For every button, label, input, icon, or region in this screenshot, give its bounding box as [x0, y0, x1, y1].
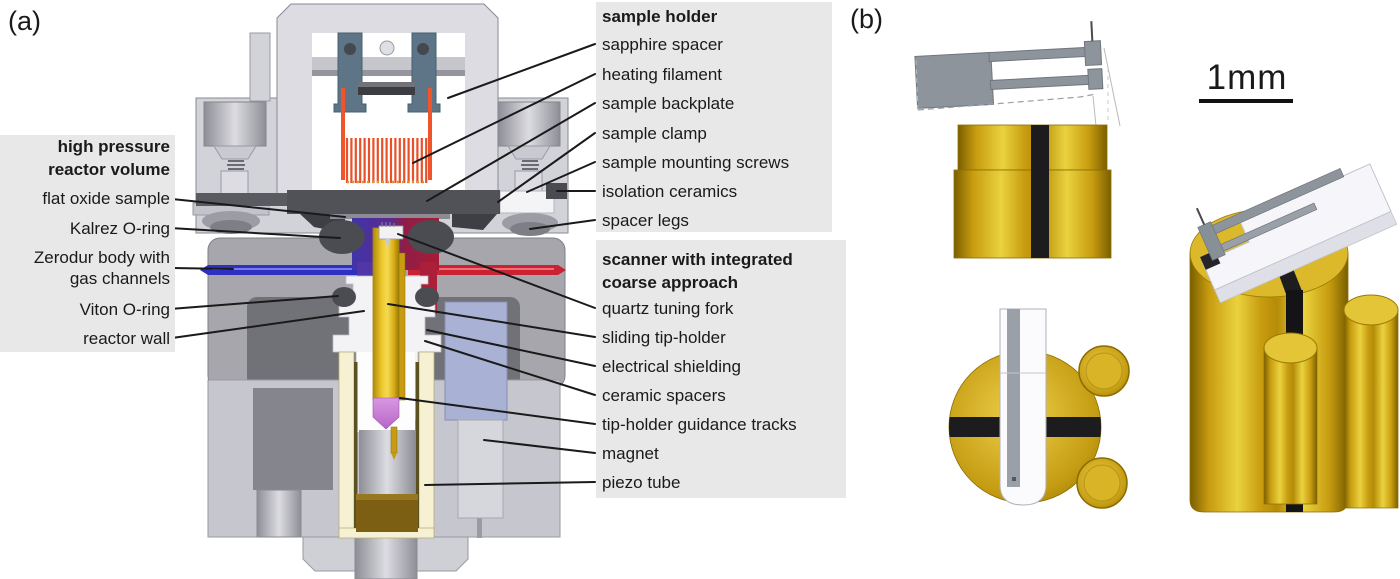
leader-lines [169, 43, 596, 486]
label-panel-sample-holder [596, 2, 832, 232]
electrode-block [356, 494, 418, 532]
fork-holder-top-view [999, 308, 1047, 506]
piezo-tube [338, 351, 435, 539]
heating-filament [341, 88, 432, 184]
tip-holder-guidance-track [398, 252, 406, 401]
reactor-group-title: high pressure reactor volume [48, 137, 170, 179]
label-spacer-legs: spacer legs [602, 211, 689, 230]
label-viton-oring: Viton O-ring [79, 300, 170, 319]
panel-b-views [914, 21, 1399, 513]
scanner-title: scanner with integrated coarse approach [602, 250, 793, 292]
tuning-fork-slot [1031, 125, 1049, 258]
clamp-screw-left [344, 43, 356, 55]
kalrez-oring-right [408, 220, 454, 254]
tuning-fork-side-view [914, 21, 1104, 109]
tip-holder-front-view [953, 124, 1112, 259]
label-zerodur-body: Zerodur body with gas channels [33, 248, 170, 288]
kalrez-oring-left [319, 220, 365, 254]
tip-holder-isometric-view [1189, 163, 1399, 513]
label-ceramic-spacers: ceramic spacers [602, 386, 726, 405]
sliding-tip-holder [372, 227, 400, 401]
label-kalrez-oring: Kalrez O-ring [69, 219, 170, 238]
label-flat-oxide-sample: flat oxide sample [42, 189, 170, 208]
quartz-tuning-fork [378, 222, 404, 245]
sample-holder-title: sample holder [602, 7, 718, 26]
label-tip-holder-guidance-tracks: tip-holder guidance tracks [602, 415, 797, 434]
label-electrical-shielding: electrical shielding [602, 357, 741, 376]
viton-oring-right [415, 287, 439, 307]
tip-holder-top-view [948, 308, 1130, 509]
label-panel-scanner [596, 240, 846, 498]
scale-bar-label: 1mm [1206, 58, 1288, 97]
ceramic-spacer-tip [372, 397, 400, 430]
label-quartz-tuning-fork: quartz tuning fork [602, 299, 734, 318]
panel-b-label: (b) [850, 4, 883, 34]
magnet-holder [457, 419, 504, 519]
label-isolation-ceramics: isolation ceramics [602, 182, 738, 201]
label-magnet: magnet [602, 444, 659, 463]
magnet-block [444, 301, 508, 421]
viton-oring-left [332, 287, 356, 307]
label-heating-filament: heating filament [602, 65, 723, 84]
sample-backplate [196, 190, 500, 233]
sample-mounting-screw-right [497, 101, 567, 236]
clamp-screw-right [417, 43, 429, 55]
label-sample-mounting-screws: sample mounting screws [602, 153, 790, 172]
label-piezo-tube: piezo tube [602, 473, 681, 492]
label-reactor-wall: reactor wall [83, 329, 170, 348]
scale-bar [1199, 99, 1293, 103]
label-panel-reactor [0, 135, 175, 352]
panel-a-label: (a) [8, 6, 41, 36]
label-sapphire-spacer: sapphire spacer [602, 35, 723, 54]
label-sliding-tip-holder: sliding tip-holder [602, 328, 726, 347]
reactor-cross-section [192, 3, 569, 579]
flat-oxide-sample [330, 214, 450, 219]
label-sample-backplate: sample backplate [602, 94, 735, 113]
label-sample-clamp: sample clamp [602, 124, 707, 143]
sample-backplate-top [358, 87, 415, 95]
fork-holder-isometric [1195, 163, 1398, 304]
